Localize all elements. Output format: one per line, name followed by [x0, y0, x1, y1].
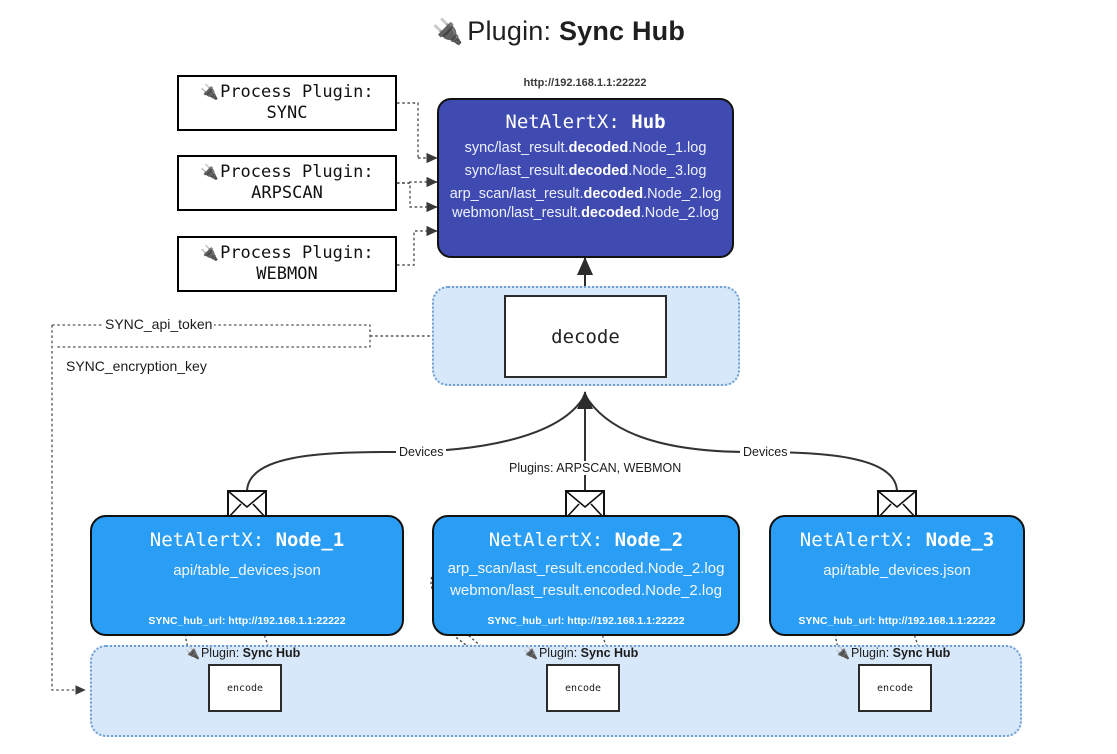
- process-plugin-webmon-line2: WEBMON: [256, 264, 318, 284]
- process-plugin-arpscan-line2: ARPSCAN: [251, 183, 323, 203]
- page-title-prefix: Plugin:: [467, 16, 559, 46]
- edge-label-devices-right: Devices: [740, 445, 791, 459]
- process-plugin-webmon-line1: 🔌Process Plugin:: [200, 242, 374, 263]
- node-1[interactable]: NetAlertX: Node_1 api/table_devices.json…: [90, 515, 404, 636]
- node-1-title: NetAlertX: Node_1: [149, 529, 345, 551]
- hub-title: NetAlertX: Hub: [505, 111, 666, 133]
- plug-icon: 🔌: [200, 162, 220, 181]
- plug-icon: 🔌: [835, 646, 850, 660]
- node-3-line-1: api/table_devices.json: [823, 562, 971, 579]
- envelope-icon-node-2: [565, 490, 605, 519]
- process-plugin-sync[interactable]: 🔌Process Plugin: SYNC: [177, 75, 397, 131]
- node-2-line-1: arp_scan/last_result.encoded.Node_2.log: [447, 560, 725, 577]
- node-2-title: NetAlertX: Node_2: [488, 529, 684, 551]
- hub-log-2: sync/last_result.decoded.Node_3.log: [464, 163, 707, 179]
- sync-encryption-key-label: SYNC_encryption_key: [64, 358, 209, 374]
- page-title-name: Sync Hub: [558, 16, 686, 46]
- envelope-icon-node-3: [877, 490, 917, 519]
- plug-icon: 🔌: [523, 646, 538, 660]
- sync-api-token-label: SYNC_api_token: [103, 316, 215, 332]
- node-2[interactable]: NetAlertX: Node_2 arp_scan/last_result.e…: [432, 515, 740, 636]
- process-plugin-sync-line1: 🔌Process Plugin:: [200, 81, 374, 102]
- hub-url-label: http://192.168.1.1:22222: [523, 77, 647, 89]
- node-2-footer: SYNC_hub_url: http://192.168.1.1:22222: [487, 615, 685, 627]
- node-1-footer: SYNC_hub_url: http://192.168.1.1:22222: [148, 615, 346, 627]
- plug-icon: 🔌: [431, 18, 464, 46]
- decode-box[interactable]: decode: [504, 295, 667, 378]
- node-3-title: NetAlertX: Node_3: [799, 529, 995, 551]
- plug-icon: 🔌: [200, 82, 220, 101]
- encode-box-2[interactable]: encode: [546, 664, 620, 712]
- envelope-icon-node-1: [227, 490, 267, 519]
- hub-node[interactable]: NetAlertX: Hub sync/last_result.decoded.…: [437, 98, 734, 258]
- edge-label-plugins: Plugins: ARPSCAN, WEBMON: [506, 461, 685, 475]
- process-plugin-webmon[interactable]: 🔌Process Plugin: WEBMON: [177, 236, 397, 292]
- edge-label-devices-left: Devices: [396, 445, 447, 459]
- encoder-3-plugin-tag: 🔌Plugin: Sync Hub: [835, 646, 951, 660]
- node-3[interactable]: NetAlertX: Node_3 api/table_devices.json…: [769, 515, 1025, 636]
- node-2-line-2: webmon/last_result.encoded.Node_2.log: [450, 582, 722, 599]
- plug-icon: 🔌: [200, 243, 220, 262]
- node-1-line-1: api/table_devices.json: [173, 562, 321, 579]
- process-plugin-arpscan-line1: 🔌Process Plugin:: [200, 161, 374, 182]
- plug-icon: 🔌: [185, 646, 200, 660]
- page-title: 🔌Plugin: Sync Hub: [0, 16, 1117, 47]
- process-plugin-sync-line2: SYNC: [266, 103, 308, 123]
- process-plugin-arpscan[interactable]: 🔌Process Plugin: ARPSCAN: [177, 155, 397, 211]
- hub-log-4: webmon/last_result.decoded.Node_2.log: [452, 205, 719, 221]
- encode-box-1[interactable]: encode: [208, 664, 282, 712]
- encoder-2-plugin-tag: 🔌Plugin: Sync Hub: [523, 646, 639, 660]
- encoder-1-plugin-tag: 🔌Plugin: Sync Hub: [185, 646, 301, 660]
- encode-box-3[interactable]: encode: [858, 664, 932, 712]
- node-3-footer: SYNC_hub_url: http://192.168.1.1:22222: [798, 615, 996, 627]
- hub-log-1: sync/last_result.decoded.Node_1.log: [464, 140, 707, 156]
- hub-log-3: arp_scan/last_result.decoded.Node_2.log: [449, 186, 722, 202]
